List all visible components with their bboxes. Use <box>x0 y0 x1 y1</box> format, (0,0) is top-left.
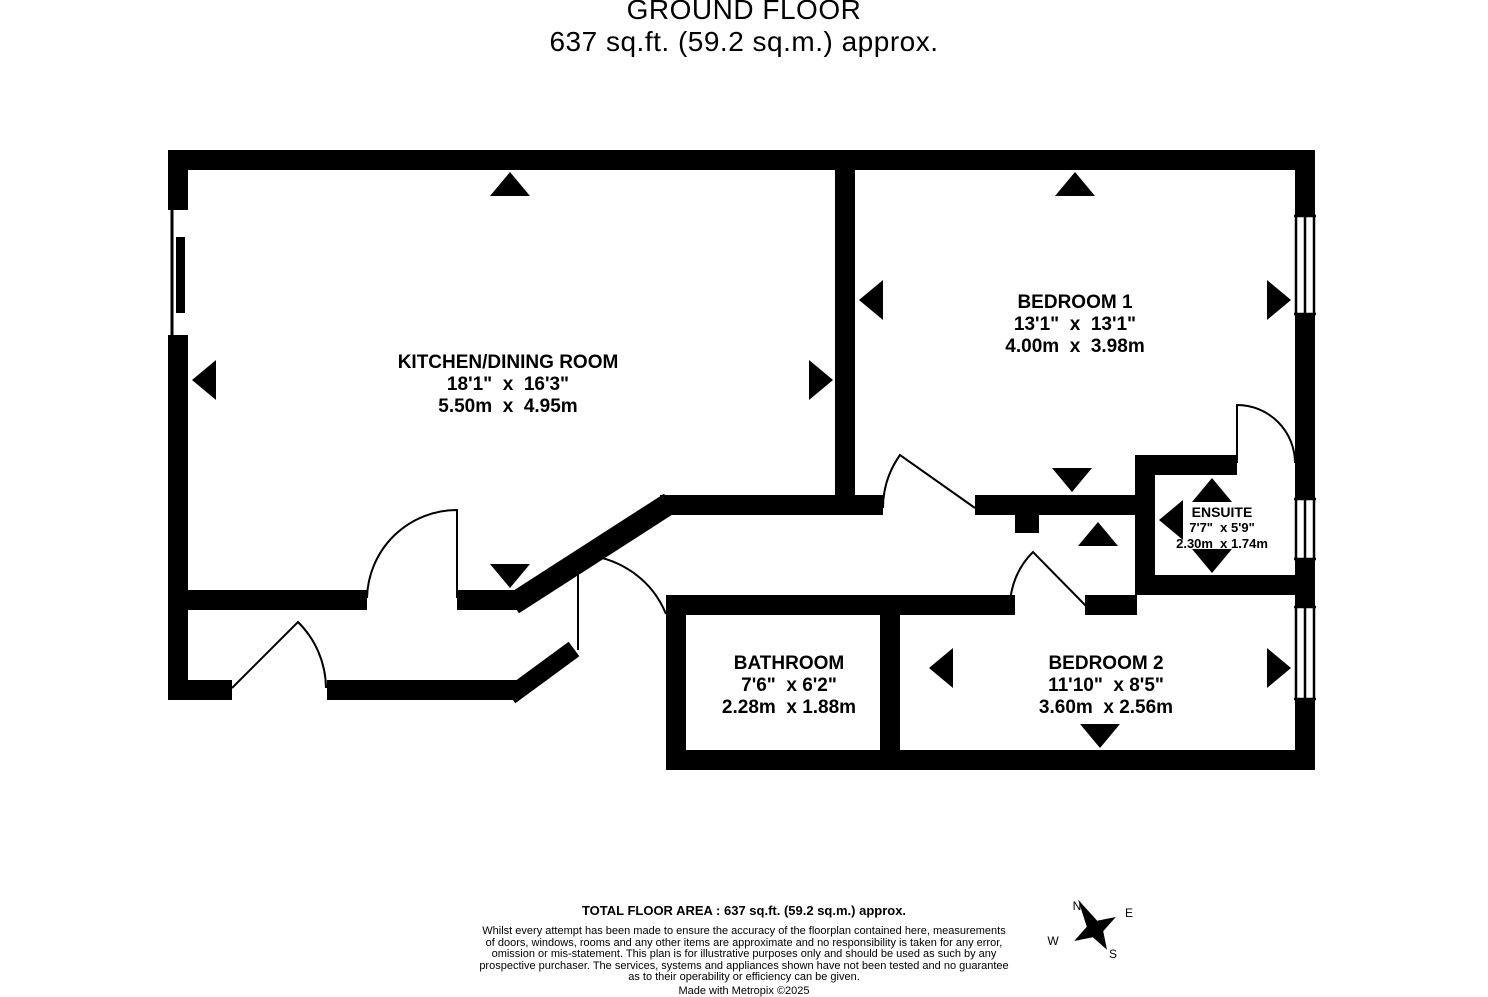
disclaimer-line: omission or mis-statement. This plan is … <box>491 948 997 960</box>
room-dims-metric: 2.28m x 1.88m <box>721 697 857 718</box>
interior-walls <box>188 150 1315 770</box>
metropix-credit: Made with Metropix ©2025 <box>678 984 810 997</box>
room-dims-imperial: 18'1" x 16'3" <box>446 374 570 395</box>
room-dims-imperial: 7'7" x 5'9" <box>1189 520 1255 535</box>
disclaimer-text: Whilst every attempt has been made to en… <box>0 925 1488 984</box>
outer-walls <box>168 150 1315 770</box>
room-dims-imperial: 13'1" x 13'1" <box>1013 314 1137 335</box>
door-arc-icons <box>231 403 1296 689</box>
room-dims-metric: 2.30m x 1.74m <box>1176 536 1268 551</box>
disclaimer-line: of doors, windows, rooms and any other i… <box>485 936 1003 949</box>
room-label-bedroom-2: BEDROOM 2 11'10" x 8'5" 3.60m x 2.56m <box>1039 653 1173 719</box>
room-name: ENSUITE <box>1191 504 1253 520</box>
room-dims-imperial: 11'10" x 8'5" <box>1048 675 1164 696</box>
room-name: BEDROOM 1 <box>1017 292 1133 313</box>
room-label-kitchen-dining: KITCHEN/DINING ROOM 18'1" x 16'3" 5.50m … <box>398 352 619 418</box>
measurement-arrow-icons <box>192 172 1291 748</box>
total-floor-area: TOTAL FLOOR AREA : 637 sq.ft. (59.2 sq.m… <box>581 903 907 918</box>
room-label-ensuite: ENSUITE 7'7" x 5'9" 2.30m x 1.74m <box>1176 504 1268 552</box>
disclaimer-line: as to their operability or efficiency ca… <box>628 971 860 983</box>
room-label-bedroom-1: BEDROOM 1 13'1" x 13'1" 4.00m x 3.98m <box>1005 292 1144 358</box>
compass-rose-icon <box>1074 899 1116 950</box>
room-name: BATHROOM <box>733 653 845 674</box>
room-name: BEDROOM 2 <box>1048 653 1164 674</box>
compass-north-label: N <box>1073 899 1082 913</box>
disclaimer-line: prospective purchaser. The services, sys… <box>479 959 1009 972</box>
window-icons <box>1293 214 1317 701</box>
room-label-bathroom: BATHROOM 7'6" x 6'2" 2.28m x 1.88m <box>722 653 856 719</box>
disclaimer-line: Whilst every attempt has been made to en… <box>482 925 1006 937</box>
room-dims-metric: 3.60m x 2.56m <box>1038 697 1174 718</box>
compass-labels: N E S W <box>1047 899 1133 961</box>
room-dims-imperial: 7'6" x 6'2" <box>741 675 837 696</box>
compass-west-label: W <box>1047 934 1059 948</box>
plan-subtitle: 637 sq.ft. (59.2 sq.m.) approx. <box>549 26 939 58</box>
plan-footer: TOTAL FLOOR AREA : 637 sq.ft. (59.2 sq.m… <box>0 903 1488 997</box>
wall-recess-line <box>170 207 185 337</box>
compass-south-label: S <box>1109 947 1117 961</box>
room-dims-metric: 4.00m x 3.98m <box>1005 336 1145 357</box>
room-dims-metric: 5.50m x 4.95m <box>438 396 578 417</box>
room-name: KITCHEN/DINING ROOM <box>397 352 619 373</box>
diagonal-walls <box>504 493 676 704</box>
plan-header: GROUND FLOOR 637 sq.ft. (59.2 sq.m.) app… <box>0 0 1488 58</box>
compass-east-label: E <box>1125 906 1133 920</box>
plan-title: GROUND FLOOR <box>626 0 862 25</box>
